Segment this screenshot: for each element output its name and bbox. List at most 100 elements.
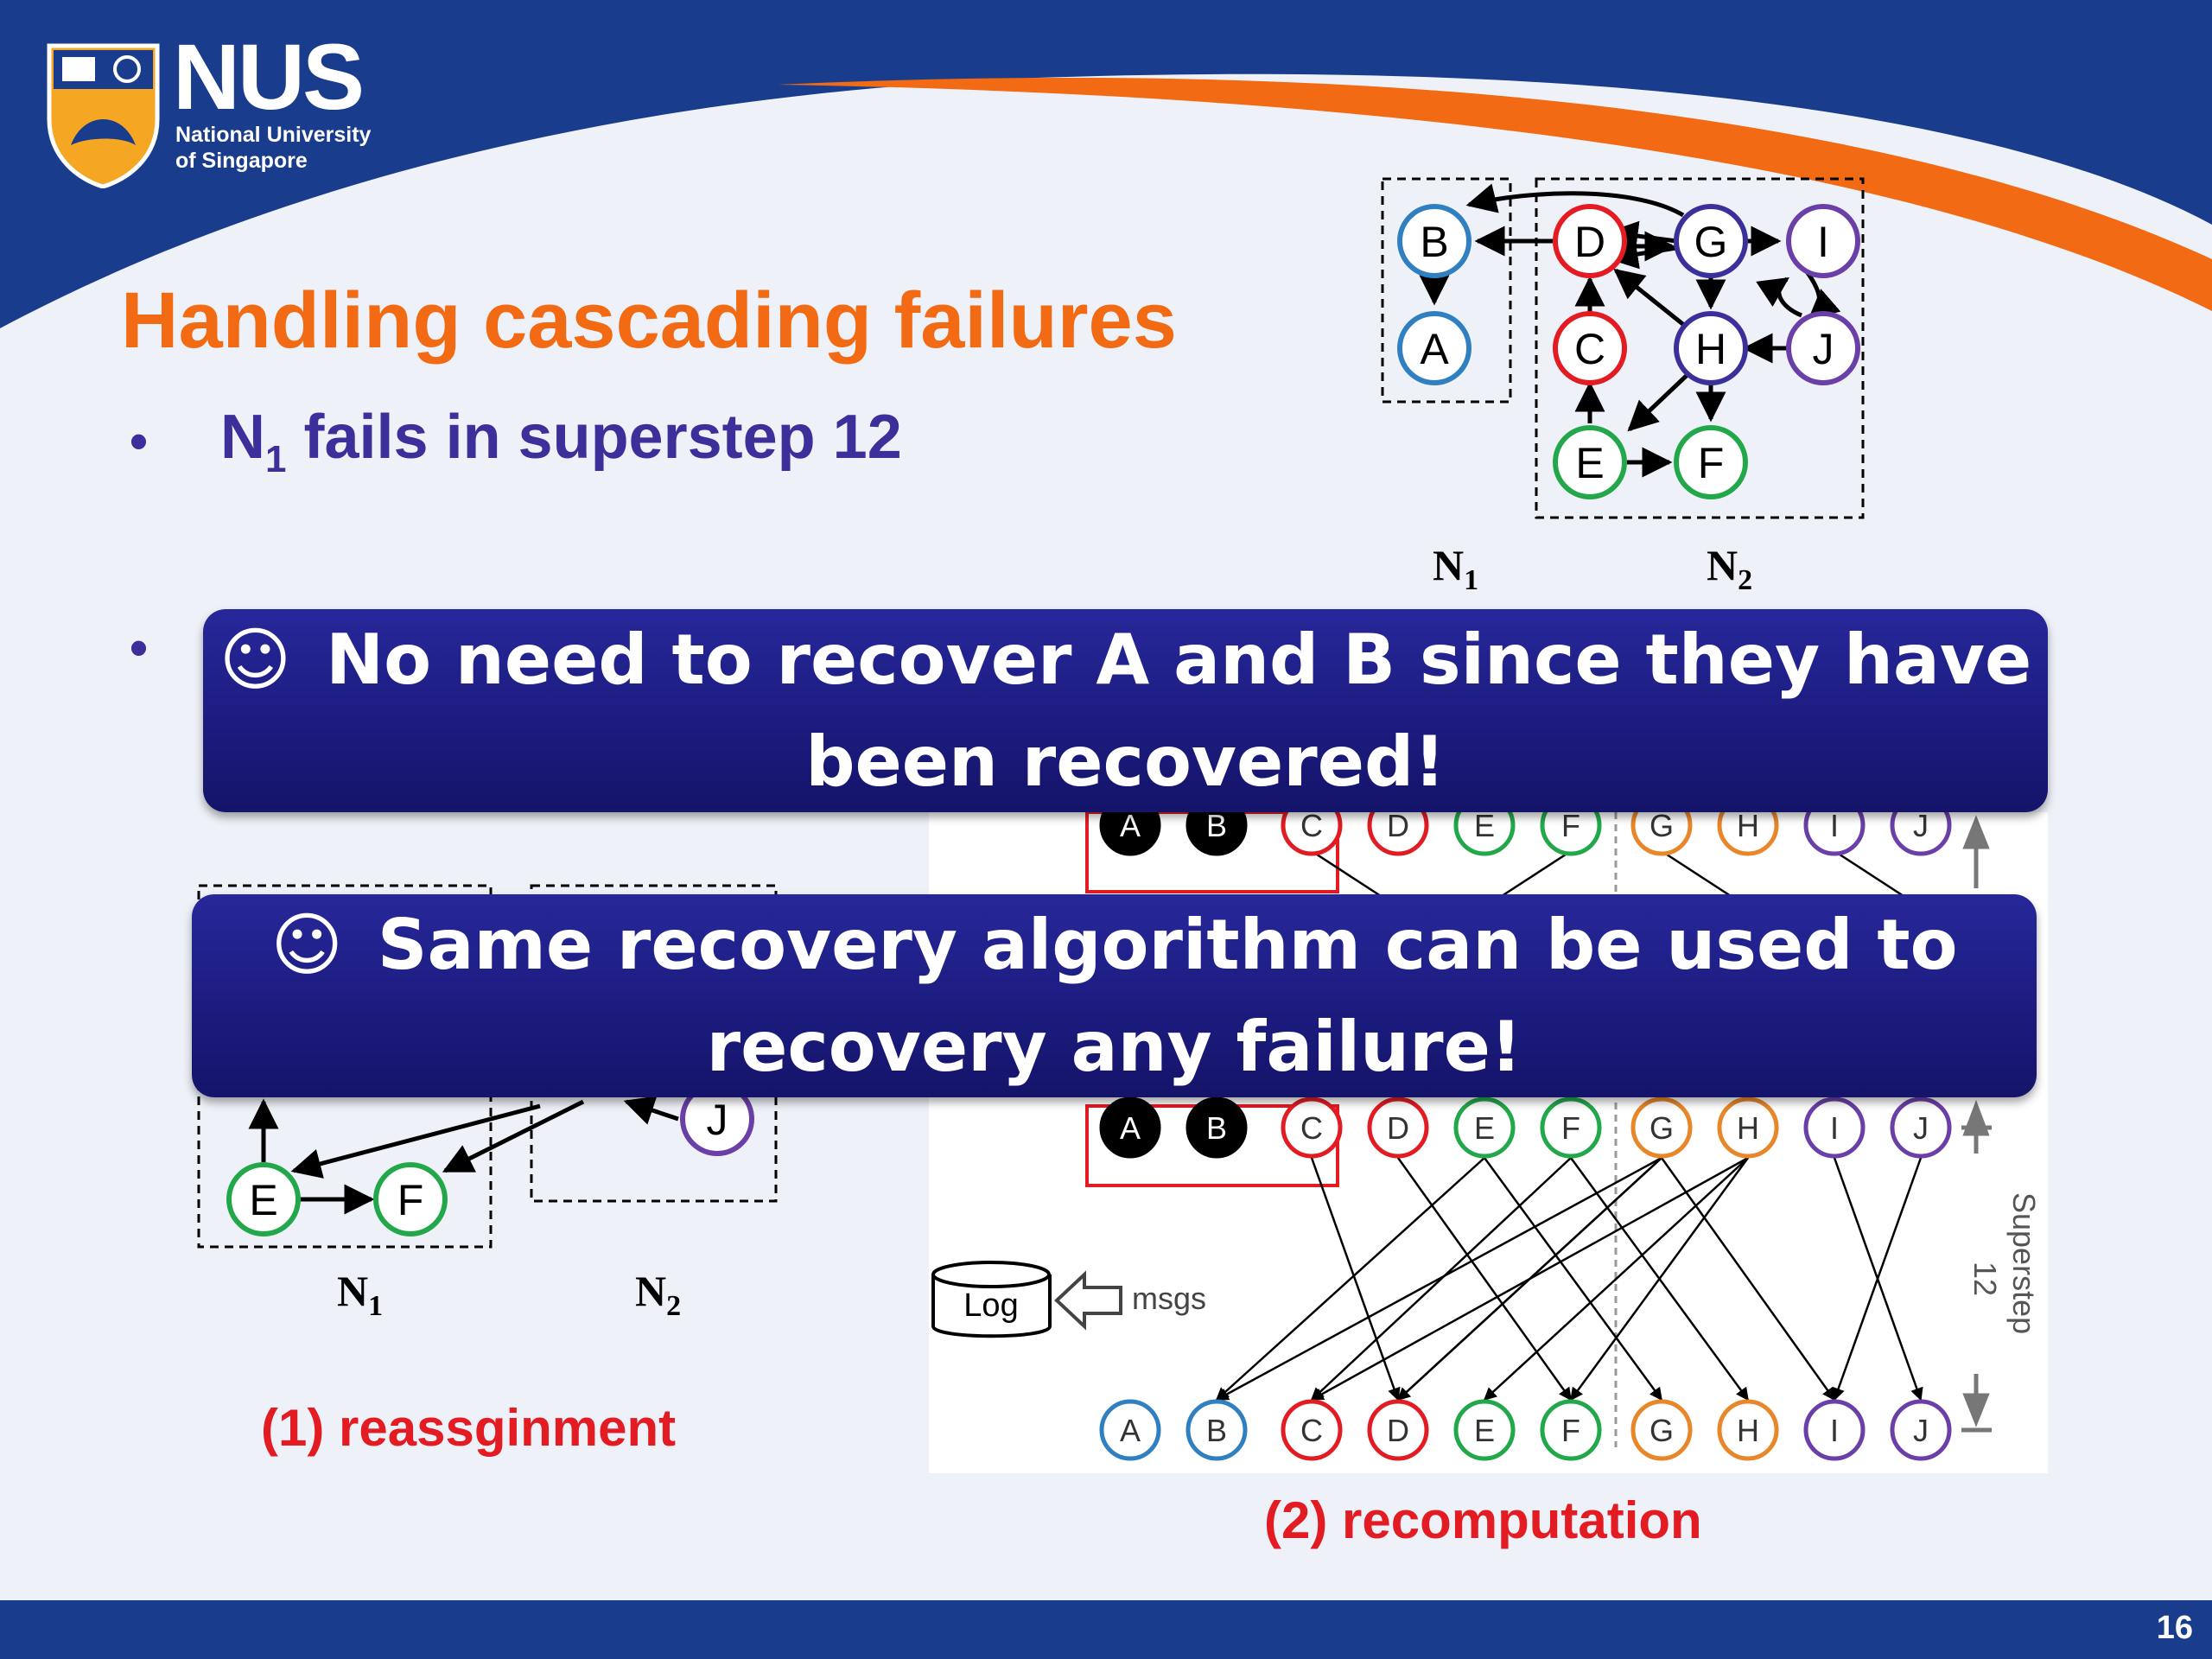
reassign-n2-sub: 2 bbox=[666, 1290, 682, 1322]
recomputation-node-label: A bbox=[1120, 1413, 1141, 1448]
recomputation-node-h bbox=[1717, 1399, 1779, 1461]
recomputation-node-d bbox=[1367, 812, 1429, 856]
recomputation-node-label: B bbox=[1206, 812, 1227, 843]
recomputation-node-b bbox=[1185, 1399, 1248, 1461]
recomputation-edge bbox=[1483, 1157, 1749, 1402]
graph-node-e-label: E bbox=[1575, 439, 1604, 487]
graph-node-f bbox=[1674, 425, 1748, 499]
recomputation-node-g bbox=[1630, 1096, 1693, 1159]
graph-node-f-label: F bbox=[1698, 439, 1725, 487]
recomputation-node-b bbox=[1185, 812, 1248, 856]
bullet-2-dot: • bbox=[130, 619, 149, 677]
recomputation-node-f bbox=[1540, 1399, 1602, 1461]
bullet-dot: • bbox=[130, 411, 149, 470]
recomputation-node-c bbox=[1281, 812, 1343, 856]
recomputation-node-label: D bbox=[1387, 1110, 1409, 1146]
graph-node-c-label: C bbox=[1574, 325, 1605, 373]
recomputation-node-j bbox=[1890, 1399, 1952, 1461]
graph-node-c bbox=[1553, 311, 1627, 385]
graph-node-d-label: D bbox=[1574, 218, 1605, 266]
recomputation-node-label: J bbox=[1913, 1413, 1929, 1448]
bullet-1-prefix: N bbox=[220, 403, 265, 472]
graph-node-i-label: I bbox=[1817, 218, 1829, 266]
top-graph-n2-label: N2 bbox=[1707, 540, 1752, 597]
logo-subtitle-line1: National University bbox=[175, 123, 372, 147]
reassign-n1-label: N1 bbox=[337, 1266, 383, 1323]
bullet-1: • N1 fails in superstep 12 bbox=[130, 406, 902, 479]
graph-node-g-label: G bbox=[1694, 218, 1728, 266]
recomputation-node-label: J bbox=[1913, 1110, 1929, 1146]
banner-2-line-1: ☺ Same recovery algorithm can be used to bbox=[192, 894, 2037, 996]
reassign-node-e-label: E bbox=[249, 1176, 277, 1224]
banner-2-line-1-text: Same recovery algorithm can be used to bbox=[377, 905, 1958, 985]
reassign-n2-letter: N bbox=[635, 1267, 667, 1315]
superstep-label: Superstep bbox=[2006, 1192, 2042, 1334]
banner-1-line-2: been recovered! bbox=[805, 721, 1446, 802]
recomputation-node-label: C bbox=[1300, 1110, 1323, 1146]
top-graph-n1-sub: 1 bbox=[1464, 564, 1479, 596]
graph-node-j bbox=[1786, 311, 1860, 385]
recomputation-node-label: J bbox=[1913, 812, 1929, 843]
recomputation-node-c bbox=[1281, 1399, 1343, 1461]
bullet-1-subscript: 1 bbox=[265, 438, 287, 480]
logo-subtitle-line2: of Singapore bbox=[175, 149, 308, 173]
recomputation-edge bbox=[1396, 1157, 1573, 1402]
logo-subtitle: National University of Singapore bbox=[175, 122, 400, 174]
recomputation-node-label: A bbox=[1120, 812, 1141, 843]
recomputation-edge bbox=[1483, 1157, 1663, 1402]
recomputation-node-label: E bbox=[1474, 1110, 1495, 1146]
top-graph-n1-label: N1 bbox=[1433, 540, 1478, 597]
recomputation-edge bbox=[1215, 1157, 1485, 1402]
banner-1-line-1-text: No need to recover A and B since they ha… bbox=[326, 620, 2032, 700]
top-partition-graph: B A D G I C H J E F bbox=[1381, 177, 1865, 519]
recomputation-node-h bbox=[1717, 812, 1779, 856]
recomputation-node-j bbox=[1890, 1096, 1952, 1159]
recomputation-edge bbox=[1396, 1157, 1662, 1402]
graph-node-j-label: J bbox=[1813, 325, 1834, 373]
bullet-1-suffix: fails in superstep 12 bbox=[286, 403, 902, 472]
recomputation-node-label: H bbox=[1737, 812, 1759, 843]
recomputation-node-label: I bbox=[1830, 812, 1839, 843]
top-graph-n2-sub: 2 bbox=[1738, 564, 1753, 596]
top-graph-n2-letter: N bbox=[1707, 541, 1738, 589]
recomputation-node-g bbox=[1630, 1399, 1693, 1461]
recomputation-node-h bbox=[1717, 1096, 1779, 1159]
recomputation-edge bbox=[1215, 1156, 1662, 1402]
smiley-icon: ☺ bbox=[270, 905, 343, 985]
recomputation-node-d bbox=[1367, 1399, 1429, 1461]
banner-2-line-2: recovery any failure! bbox=[706, 1007, 1522, 1087]
graph-node-i bbox=[1786, 204, 1860, 278]
recomputation-node-label: H bbox=[1737, 1413, 1759, 1448]
failed-region-top bbox=[1085, 812, 1339, 893]
reassign-n1-letter: N bbox=[337, 1267, 369, 1315]
graph-node-h bbox=[1674, 311, 1748, 385]
partition-box-n2 bbox=[1535, 177, 1865, 519]
recomputation-node-label: C bbox=[1300, 812, 1323, 843]
recomputation-node-i bbox=[1803, 812, 1866, 856]
banner-1-line-1: ☺No need to recover A and B since they h… bbox=[203, 609, 2048, 711]
recomputation-node-f bbox=[1540, 812, 1602, 856]
recomputation-node-label: G bbox=[1649, 1110, 1674, 1146]
recomputation-node-label: H bbox=[1737, 1110, 1759, 1146]
logo-wordmark: NUS bbox=[173, 24, 365, 129]
recomputation-node-a bbox=[1099, 812, 1161, 856]
recomputation-node-b bbox=[1185, 1096, 1248, 1159]
graph-node-g bbox=[1674, 204, 1748, 278]
graph-node-b-label: B bbox=[1420, 218, 1448, 266]
reassign-node-e bbox=[226, 1162, 301, 1236]
recomputation-node-label: F bbox=[1561, 1413, 1580, 1448]
recomputation-node-j bbox=[1890, 812, 1952, 856]
recomputation-node-label: E bbox=[1474, 812, 1495, 843]
recomputation-node-g bbox=[1630, 812, 1693, 856]
recomputation-node-e bbox=[1453, 812, 1516, 856]
recomputation-node-label: D bbox=[1387, 1413, 1409, 1448]
recomputation-edge bbox=[1833, 1157, 1923, 1402]
recomputation-node-f bbox=[1540, 1096, 1602, 1159]
reassign-n1-sub: 1 bbox=[368, 1290, 384, 1322]
recomputation-node-label: D bbox=[1387, 812, 1409, 843]
recomputation-node-a bbox=[1099, 1399, 1161, 1461]
recomputation-node-d bbox=[1367, 1096, 1429, 1159]
